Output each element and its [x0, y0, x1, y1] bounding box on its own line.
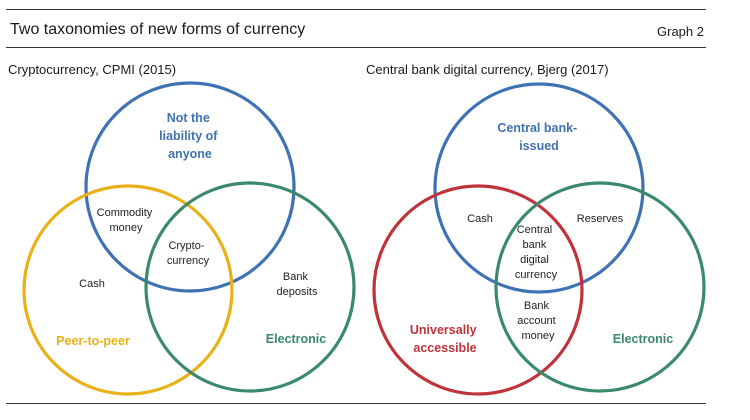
circle-universally-accessible — [372, 184, 584, 396]
circle-peer-to-peer — [22, 184, 234, 396]
set-label-peer-to-peer: Peer-to-peer — [56, 334, 130, 348]
set-label-universally-accessible: Universally accessible — [410, 323, 480, 355]
page-title: Two taxonomies of new forms of currency — [10, 21, 306, 38]
region-cash-right: Cash — [467, 213, 493, 225]
circle-electronic-right — [494, 181, 706, 393]
graph-label: Graph 2 — [657, 24, 704, 39]
region-cash-left: Cash — [79, 278, 105, 290]
region-reserves: Reserves — [577, 213, 624, 225]
region-commodity-money: Commodity money — [97, 207, 156, 234]
region-bank-account-money: Bank account money — [517, 300, 559, 342]
region-bank-deposits: Bank deposits — [277, 271, 318, 298]
set-label-electronic-right: Electronic — [613, 332, 673, 346]
top-rule — [6, 9, 706, 10]
right-diagram-subtitle: Central bank digital currency, Bjerg (20… — [366, 62, 609, 77]
set-label-not-liability: Not the liability of anyone — [159, 111, 221, 161]
header-rule — [6, 47, 706, 48]
right-venn: Central bank- issued Universally accessi… — [372, 82, 706, 396]
set-label-electronic-left: Electronic — [266, 332, 326, 346]
circle-not-liability — [84, 81, 296, 293]
region-central-bank-digital-currency: Central bank digital currency — [515, 224, 558, 281]
left-venn: Not the liability of anyone Peer-to-peer… — [22, 81, 356, 396]
bottom-rule — [6, 403, 706, 404]
set-label-central-bank-issued: Central bank- issued — [497, 121, 580, 153]
circle-central-bank-issued — [433, 82, 645, 294]
left-diagram-subtitle: Cryptocurrency, CPMI (2015) — [8, 62, 177, 77]
circle-electronic-left — [144, 181, 356, 393]
region-cryptocurrency: Crypto- currency — [167, 240, 210, 267]
